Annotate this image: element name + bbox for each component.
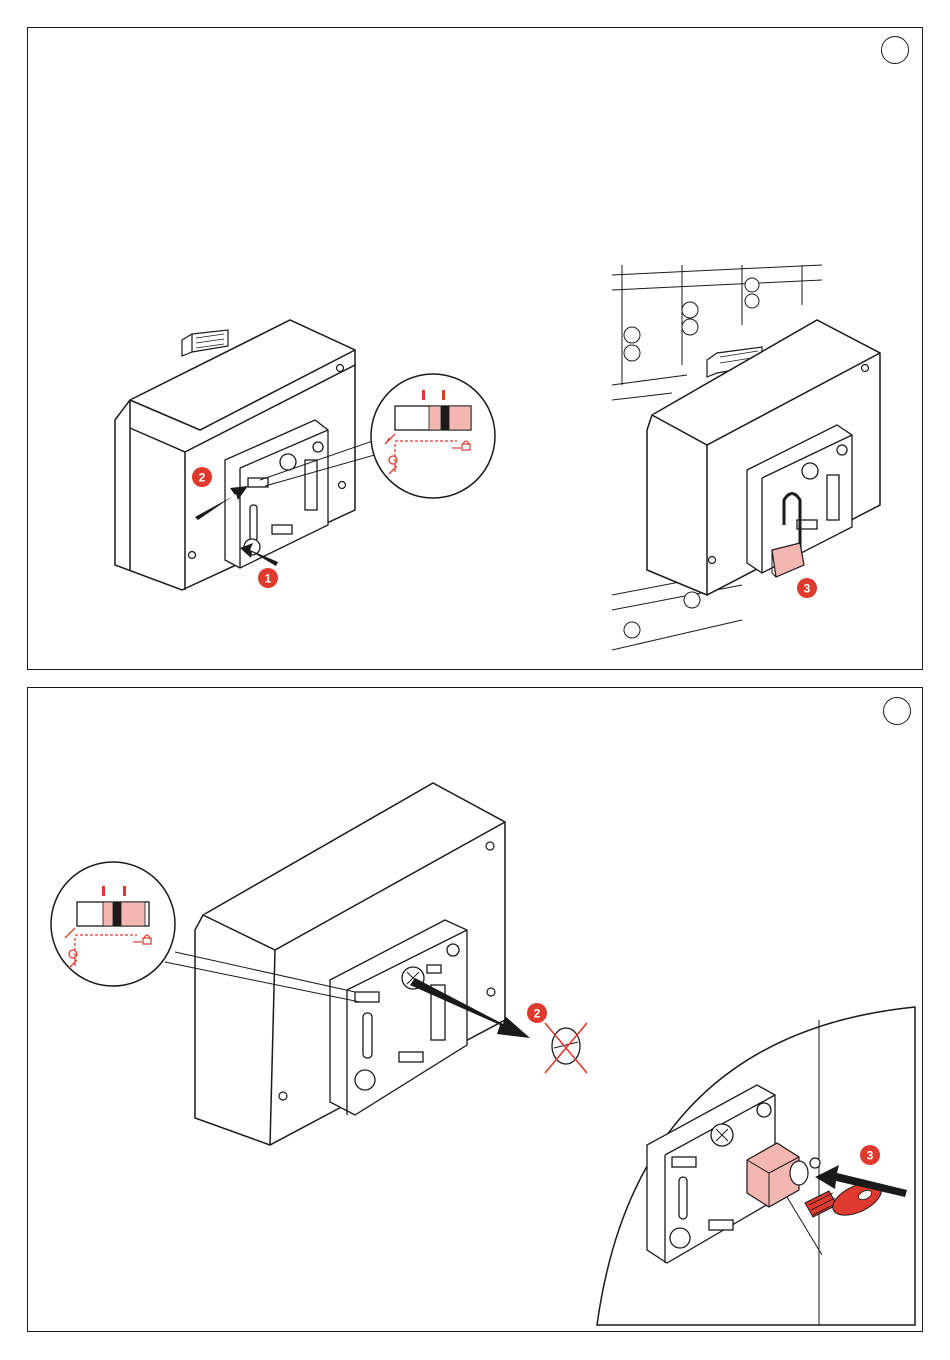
zoom-callout-slider-position — [367, 372, 502, 502]
svg-text:1: 1 — [265, 572, 272, 586]
svg-text:3: 3 — [867, 1149, 874, 1163]
zoom-callout-slider-position-bottom — [47, 860, 182, 990]
panel-marker-top — [881, 36, 909, 64]
step-badge-insert-key-lock: 3 — [860, 1145, 880, 1165]
step-badge-push-slider: 2 — [192, 467, 212, 487]
step-badge-press-button: 1 — [258, 568, 278, 588]
svg-text:2: 2 — [199, 471, 206, 485]
step-badge-attach-padlock: 3 — [797, 578, 817, 598]
svg-text:2: 2 — [534, 1007, 541, 1021]
device-left-illustration — [100, 300, 370, 600]
terminal-connector — [182, 330, 228, 356]
step-badge-remove-cap: 2 — [527, 1003, 547, 1023]
svg-text:3: 3 — [804, 582, 811, 596]
removed-cap-crossed — [540, 1018, 595, 1078]
device-right-illustration — [612, 265, 887, 655]
panel-marker-bottom — [883, 697, 911, 725]
device-bottom-illustration — [195, 780, 515, 1150]
detail-inset-key-lock — [597, 1005, 917, 1327]
